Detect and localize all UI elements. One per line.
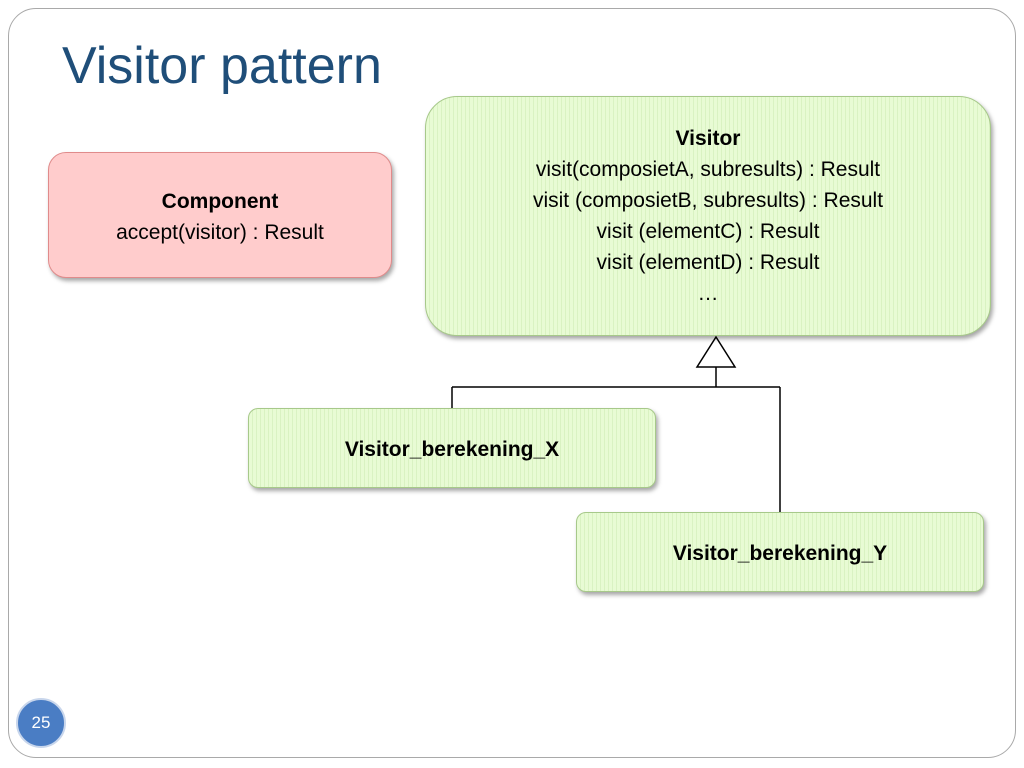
component-method: accept(visitor) : Result bbox=[116, 221, 324, 244]
slide-title: Visitor pattern bbox=[62, 37, 382, 95]
visitor-berekening-x-label: Visitor_berekening_X bbox=[344, 438, 560, 461]
visitor-berekening-x-box: Visitor_berekening_X bbox=[248, 408, 656, 488]
visitor-method: visit(composietA, subresults) : Result bbox=[535, 158, 881, 181]
visitor-method: visit (elementD) : Result bbox=[596, 251, 820, 274]
visitor-berekening-y-box: Visitor_berekening_Y bbox=[576, 512, 984, 592]
visitor-class-box: Visitor visit(composietA, subresults) : … bbox=[425, 96, 991, 336]
visitor-method: visit (composietB, subresults) : Result bbox=[532, 189, 884, 212]
visitor-method: visit (elementC) : Result bbox=[596, 220, 820, 243]
page-number-badge: 25 bbox=[16, 698, 66, 748]
component-class-box: Component accept(visitor) : Result bbox=[48, 152, 392, 278]
visitor-method-ellipsis: … bbox=[697, 282, 719, 305]
visitor-berekening-y-label: Visitor_berekening_Y bbox=[672, 542, 888, 565]
visitor-class-name: Visitor bbox=[675, 127, 741, 150]
component-class-name: Component bbox=[161, 190, 279, 213]
